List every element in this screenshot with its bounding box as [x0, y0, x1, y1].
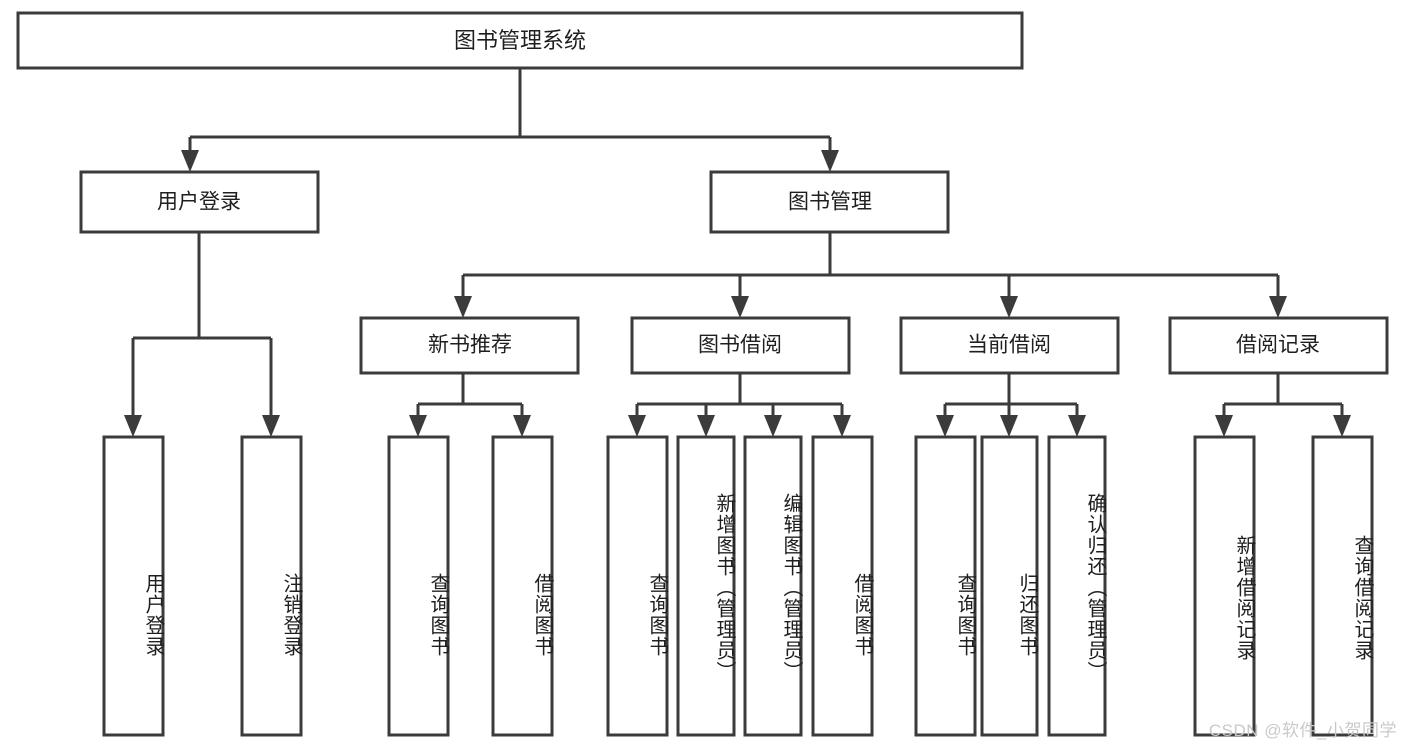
node-leaf-add-book-box[interactable]: [676, 435, 736, 737]
node-book-borrow-label: 图书借阅: [698, 334, 782, 357]
arrow-head-leaf-add-record: [1215, 415, 1233, 437]
node-book-manage-box[interactable]: [709, 170, 950, 234]
node-leaf-confirm-return-box[interactable]: [1047, 435, 1107, 737]
node-book-manage[interactable]: 图书管理: [709, 170, 950, 234]
arrow-head-leaf-query-record: [1333, 415, 1351, 437]
arrow-head-leaf-confirm-return: [1068, 415, 1086, 437]
node-leaf-add-record-box[interactable]: [1193, 435, 1256, 737]
arrow-head-leaf-add-book: [697, 415, 715, 437]
node-leaf-user-login-box[interactable]: [102, 435, 165, 737]
arrow-head-leaf-query-book-2: [628, 415, 646, 437]
arrow-head-leaf-query-book-1: [409, 415, 427, 437]
node-borrow-record[interactable]: 借阅记录: [1168, 316, 1389, 375]
node-leaf-query-book-3-box[interactable]: [914, 435, 977, 737]
node-leaf-borrow-book-1-box[interactable]: [491, 435, 554, 737]
node-current-borrow-label: 当前借阅: [967, 334, 1051, 357]
node-user-login[interactable]: 用户登录: [79, 170, 320, 234]
arrow-head-leaf-query-book-3: [936, 415, 954, 437]
node-new-book-recommend[interactable]: 新书推荐: [359, 316, 580, 375]
node-user-login-box[interactable]: [79, 170, 320, 234]
node-leaf-query-book-1-box[interactable]: [387, 435, 450, 737]
arrow-head-new-book-recommend: [454, 296, 472, 318]
node-book-borrow-box[interactable]: [630, 316, 851, 375]
node-new-book-recommend-box[interactable]: [359, 316, 580, 375]
node-book-manage-label: 图书管理: [788, 191, 872, 214]
node-new-book-recommend-label: 新书推荐: [428, 334, 512, 357]
arrow-head-leaf-edit-book: [764, 415, 782, 437]
node-user-login-label: 用户登录: [157, 191, 241, 214]
node-leaf-borrow-book-2-box[interactable]: [811, 435, 874, 737]
arrow-head-userlogin: [181, 150, 199, 172]
node-book-borrow[interactable]: 图书借阅: [630, 316, 851, 375]
node-current-borrow-box[interactable]: [899, 316, 1120, 375]
arrow-head-bookmanage: [821, 150, 839, 172]
node-current-borrow[interactable]: 当前借阅: [899, 316, 1120, 375]
connector-group: [124, 68, 1351, 437]
arrow-head-current-borrow: [1000, 296, 1018, 318]
arrow-head-leaf-return-book: [1000, 415, 1018, 437]
node-root-label: 图书管理系统: [454, 28, 586, 53]
node-leaf-query-record-box[interactable]: [1311, 435, 1374, 737]
node-root-box[interactable]: [16, 11, 1024, 70]
arrow-head-leaf-user-login: [124, 415, 142, 437]
arrow-head-leaf-borrow-book-1: [513, 415, 531, 437]
node-borrow-record-box[interactable]: [1168, 316, 1389, 375]
node-leaf-user-logout-box[interactable]: [240, 435, 303, 737]
arrow-head-leaf-borrow-book-2: [833, 415, 851, 437]
node-root[interactable]: 图书管理系统: [16, 11, 1024, 70]
node-borrow-record-label: 借阅记录: [1236, 334, 1320, 357]
node-leaf-edit-book-box[interactable]: [743, 435, 803, 737]
leaf-box-group: [102, 435, 1374, 737]
arrow-head-book-borrow: [731, 296, 749, 318]
node-leaf-return-book-box[interactable]: [980, 435, 1039, 737]
node-leaf-query-book-2-box[interactable]: [606, 435, 669, 737]
arrow-head-borrow-record: [1269, 296, 1287, 318]
arrow-head-leaf-user-logout: [262, 415, 280, 437]
csdn-watermark: CSDN @软件_小贺同学: [1208, 721, 1397, 740]
